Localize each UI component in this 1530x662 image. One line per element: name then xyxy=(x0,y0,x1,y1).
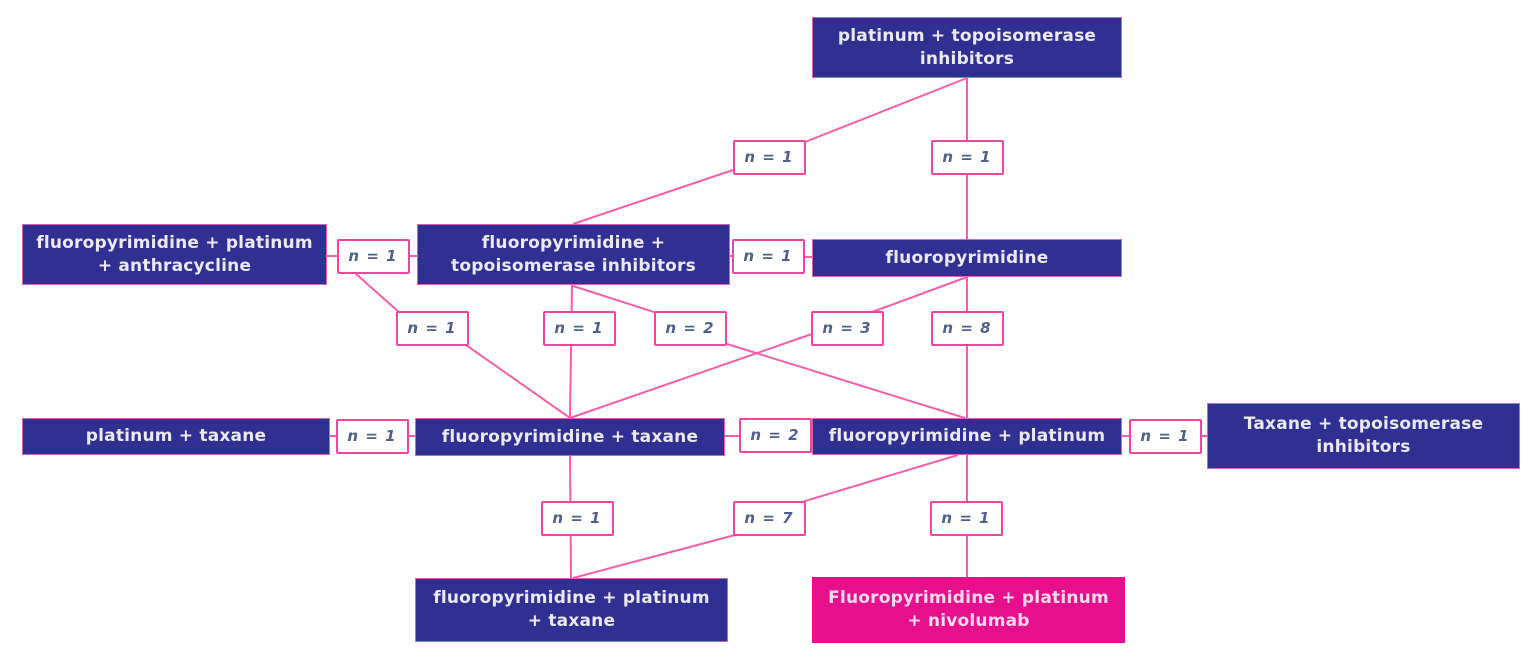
node-fluoropyrimidine-topoisomerase-inhibitors: fluoropyrimidine + topoisomerase inhibit… xyxy=(417,224,730,285)
node-fluoropyrimidine-taxane: fluoropyrimidine + taxane xyxy=(415,418,725,456)
edge-count-label: n = 3 xyxy=(810,310,884,346)
node-fluoropyrimidine-platinum-taxane: fluoropyrimidine + platinum + taxane xyxy=(415,578,728,642)
edge-count-label: n = 1 xyxy=(395,310,469,346)
node-label: Fluoropyrimidine + platinum + nivolumab xyxy=(828,588,1109,631)
edge-line-fluoropyrimidine-platinum-anthracycline--fluoropyrimidine-taxane xyxy=(354,272,571,419)
edge-count-label: n = 1 xyxy=(540,500,614,536)
edge-count-label: n = 1 xyxy=(335,418,409,454)
node-fluoropyrimidine-platinum-nivolumab: Fluoropyrimidine + platinum + nivolumab xyxy=(812,577,1125,643)
edge-count-label: n = 1 xyxy=(930,139,1004,175)
edge-count-label: n = 1 xyxy=(731,238,805,274)
node-label: fluoropyrimidine xyxy=(885,247,1049,268)
edge-count-label: n = 1 xyxy=(732,139,806,175)
node-label: platinum + taxane xyxy=(85,426,267,447)
node-fluoropyrimidine: fluoropyrimidine xyxy=(812,239,1122,277)
node-platinum-topoisomerase-inhibitors: platinum + topoisomerase inhibitors xyxy=(812,17,1122,78)
edge-count-label: n = 2 xyxy=(653,310,727,346)
node-taxane-topoisomerase-inhibitors: Taxane + topoisomerase inhibitors xyxy=(1207,403,1520,469)
edge-count-label: n = 1 xyxy=(929,500,1003,536)
edge-count-label: n = 1 xyxy=(1128,418,1202,454)
edge-line-fluoropyrimidine-topoisomerase-inhibitors--fluoropyrimidine-taxane xyxy=(569,284,573,419)
node-label: Taxane + topoisomerase inhibitors xyxy=(1243,414,1484,457)
node-fluoropyrimidine-platinum-anthracycline: fluoropyrimidine + platinum + anthracycl… xyxy=(22,224,327,285)
node-label: platinum + topoisomerase inhibitors xyxy=(837,25,1097,69)
node-label: fluoropyrimidine + platinum + anthracycl… xyxy=(36,232,313,276)
edge-count-label: n = 8 xyxy=(930,310,1004,346)
edge-count-label: n = 2 xyxy=(738,417,812,453)
node-label: fluoropyrimidine + topoisomerase inhibit… xyxy=(451,232,696,276)
edge-count-label: n = 1 xyxy=(336,238,410,274)
node-platinum-taxane: platinum + taxane xyxy=(22,418,330,455)
edge-count-label: n = 7 xyxy=(732,500,806,536)
edge-line-fluoropyrimidine--fluoropyrimidine-taxane xyxy=(569,276,968,419)
node-fluoropyrimidine-platinum: fluoropyrimidine + platinum xyxy=(812,418,1122,455)
node-label: fluoropyrimidine + platinum + taxane xyxy=(433,588,710,631)
edge-count-label: n = 1 xyxy=(542,310,616,346)
edge-line-fluoropyrimidine-topoisomerase-inhibitors--fluoropyrimidine-platinum xyxy=(572,285,966,419)
node-label: fluoropyrimidine + platinum xyxy=(828,426,1106,447)
node-label: fluoropyrimidine + taxane xyxy=(441,426,699,447)
